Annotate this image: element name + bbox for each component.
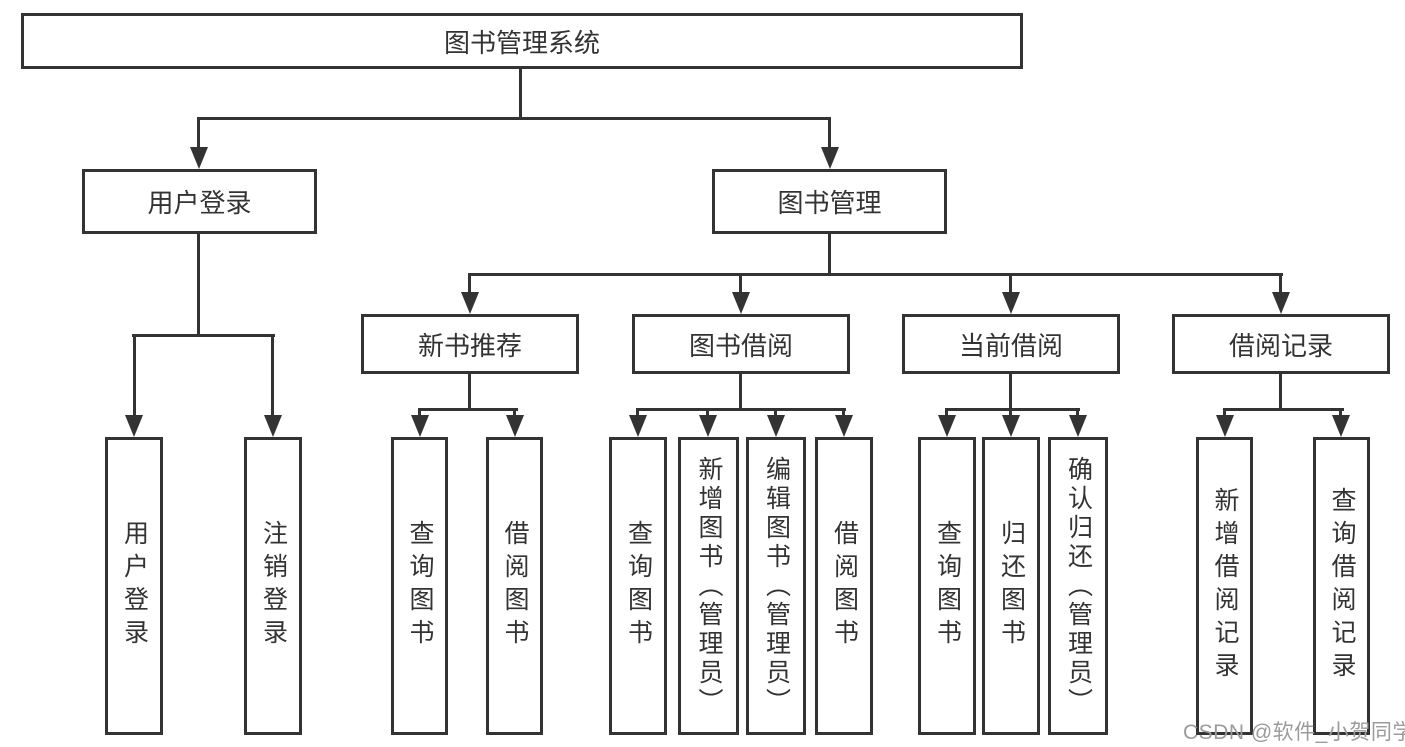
- arrow-down-icon: [699, 415, 717, 437]
- connector-line: [468, 273, 471, 295]
- connector-line: [197, 234, 200, 337]
- connector-line: [1339, 408, 1342, 420]
- connector-line: [739, 374, 742, 411]
- connector-line: [739, 273, 742, 295]
- connector-line: [945, 408, 948, 420]
- connector-line: [1279, 273, 1282, 295]
- arrow-down-icon: [938, 415, 956, 437]
- arrow-down-icon: [629, 415, 647, 437]
- connector-line: [1009, 374, 1012, 411]
- connector-line: [828, 117, 831, 151]
- node-query-books: 查询图书: [391, 437, 448, 735]
- node-current-borrowing: 当前借阅: [902, 314, 1120, 374]
- connector-line: [1223, 408, 1344, 411]
- arrow-down-icon: [1002, 415, 1020, 437]
- connector-line: [636, 408, 639, 420]
- node-confirm-return-admin: 确认归还（管理员）: [1048, 437, 1108, 735]
- arrow-down-icon: [264, 415, 282, 437]
- node-query-books: 查询图书: [609, 437, 667, 735]
- arrow-down-icon: [1002, 292, 1020, 314]
- arrow-down-icon: [1332, 415, 1350, 437]
- connector-line: [842, 408, 845, 420]
- connector-line: [945, 408, 1080, 411]
- connector-line: [468, 273, 1283, 276]
- arrow-down-icon: [461, 292, 479, 314]
- connector-line: [133, 334, 136, 418]
- node-add-books-admin: 新增图书（管理员）: [678, 437, 739, 735]
- arrow-down-icon: [835, 415, 853, 437]
- node-borrow-books: 借阅图书: [486, 437, 543, 735]
- connector-line: [197, 117, 200, 151]
- node-user-login: 用户登录: [82, 169, 317, 234]
- connector-line: [706, 408, 709, 420]
- node-return-books: 归还图书: [982, 437, 1040, 735]
- node-query-borrow-record: 查询借阅记录: [1313, 437, 1370, 735]
- connector-line: [418, 408, 518, 411]
- connector-line: [1279, 374, 1282, 411]
- arrow-down-icon: [190, 147, 208, 169]
- connector-line: [468, 374, 471, 411]
- connector-line: [1009, 273, 1012, 295]
- connector-line: [636, 408, 846, 411]
- arrow-down-icon: [821, 147, 839, 169]
- arrow-down-icon: [767, 415, 785, 437]
- arrow-down-icon: [1272, 292, 1290, 314]
- connector-line: [828, 234, 831, 276]
- connector-line: [1009, 408, 1012, 420]
- arrow-down-icon: [1069, 415, 1087, 437]
- connector-line: [1223, 408, 1226, 420]
- arrow-down-icon: [732, 292, 750, 314]
- node-logout-action: 注销登录: [244, 437, 302, 735]
- connector-line: [132, 334, 275, 337]
- connector-line: [271, 334, 274, 418]
- node-book-management: 图书管理: [712, 169, 947, 234]
- connector-line: [197, 117, 831, 120]
- node-new-book-recommendation: 新书推荐: [361, 314, 579, 374]
- connector-line: [774, 408, 777, 420]
- arrow-down-icon: [1216, 415, 1234, 437]
- node-library-management-system: 图书管理系统: [21, 13, 1023, 69]
- arrow-down-icon: [506, 415, 524, 437]
- connector-line: [519, 69, 522, 120]
- node-query-books: 查询图书: [918, 437, 976, 735]
- connector-line: [1076, 408, 1079, 420]
- connector-line: [418, 408, 421, 420]
- node-user-login-action: 用户登录: [105, 437, 163, 735]
- node-book-borrowing: 图书借阅: [632, 314, 850, 374]
- node-borrowing-records: 借阅记录: [1172, 314, 1390, 374]
- arrow-down-icon: [125, 415, 143, 437]
- node-edit-books-admin: 编辑图书（管理员）: [746, 437, 806, 735]
- node-borrow-books: 借阅图书: [815, 437, 873, 735]
- node-add-borrow-record: 新增借阅记录: [1196, 437, 1253, 735]
- connector-line: [513, 408, 516, 420]
- csdn-watermark: CSDN @软件_小贺同学: [1183, 721, 1405, 744]
- arrow-down-icon: [411, 415, 429, 437]
